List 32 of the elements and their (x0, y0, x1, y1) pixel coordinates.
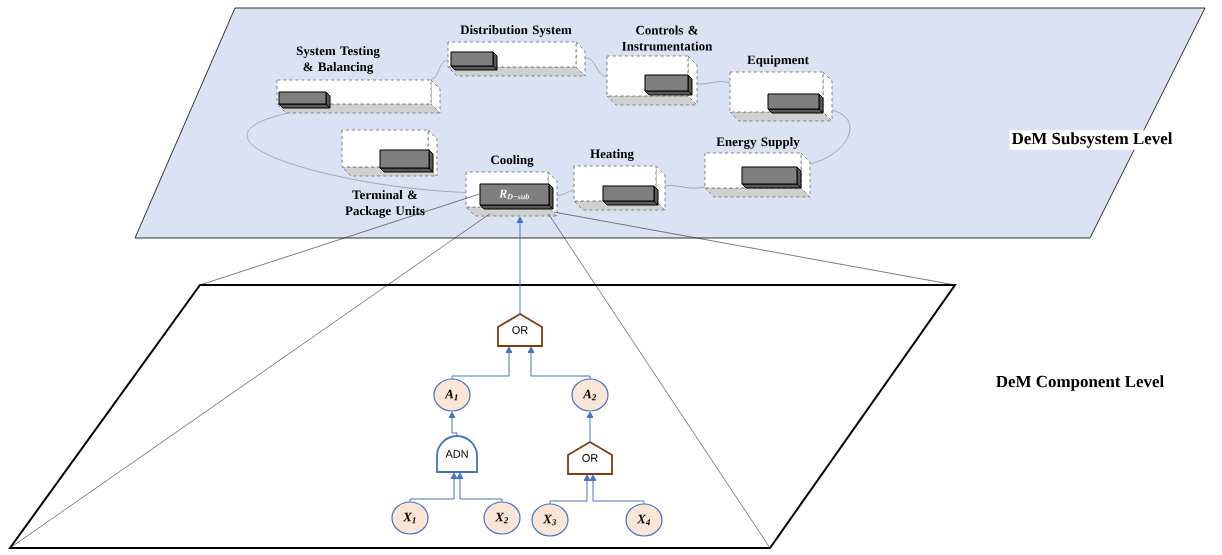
box-label: Cooling (491, 155, 534, 167)
arrow (516, 216, 524, 315)
box-label: Heating (590, 149, 634, 161)
projection-line (548, 213, 771, 549)
box-label: Controls & Instrumentation (622, 25, 713, 51)
arrow (448, 411, 458, 437)
box-label: Equipment (747, 55, 809, 67)
projection-line (199, 193, 480, 286)
arrow (451, 346, 513, 380)
arrow (409, 472, 458, 503)
connector-line (556, 189, 575, 197)
box-label: Energy Supply (716, 137, 800, 149)
subsystem-box: R$_{D−sub}$ (465, 171, 558, 217)
connector-line (430, 59, 449, 81)
box-label: Terminal & Package Units (345, 190, 425, 218)
connector-line (664, 185, 706, 189)
connector-line (584, 57, 608, 78)
level-label: DeM Subsystem Level (1009, 130, 1175, 150)
or-gate: OR (567, 440, 613, 475)
level-label: DeM Component Level (993, 373, 1167, 393)
connector-line (809, 109, 851, 165)
projection-line (553, 211, 956, 286)
connector-line (696, 81, 731, 85)
or-gate: OR (497, 312, 543, 347)
projection-line (9, 213, 490, 549)
arrow (586, 411, 594, 443)
box-label: System Testing & Balancing (296, 46, 380, 74)
box-label: Distribution System (460, 25, 572, 37)
arrow (549, 474, 591, 505)
arrow (456, 472, 503, 503)
arrow (589, 474, 645, 505)
arrow (527, 346, 591, 380)
